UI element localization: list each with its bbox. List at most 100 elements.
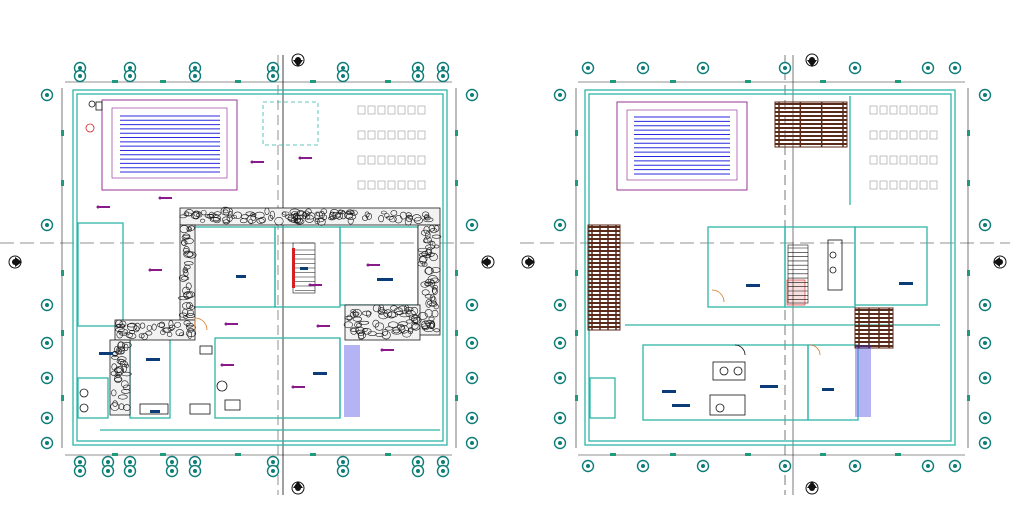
axis-tag bbox=[967, 270, 970, 276]
axis-bubble-core bbox=[128, 74, 132, 78]
stone bbox=[352, 311, 360, 316]
paver-tile bbox=[919, 155, 928, 165]
stone bbox=[114, 346, 120, 354]
axis-bubble-core bbox=[926, 464, 930, 468]
stone bbox=[339, 210, 347, 220]
paver-tile bbox=[889, 155, 898, 165]
axis-bubble-core bbox=[983, 303, 987, 307]
paver-tile bbox=[417, 105, 426, 115]
left-stair bbox=[292, 242, 316, 294]
stone bbox=[222, 216, 231, 224]
paver-tile bbox=[909, 180, 918, 190]
grid-axis-bubbles bbox=[40, 61, 992, 478]
paver-tile bbox=[397, 105, 406, 115]
axis-tag bbox=[575, 180, 578, 186]
stone bbox=[121, 389, 131, 394]
stone bbox=[123, 343, 129, 351]
axis-bubble-core bbox=[78, 66, 82, 70]
stone bbox=[421, 251, 429, 257]
axis-bubble-core bbox=[106, 460, 110, 464]
left-fixtures bbox=[79, 100, 241, 415]
stone bbox=[394, 311, 404, 315]
stone bbox=[321, 214, 328, 221]
paver-tile bbox=[899, 155, 908, 165]
axis-bubble-core bbox=[416, 460, 420, 464]
axis-bubble-core bbox=[45, 441, 49, 445]
stone bbox=[116, 346, 125, 352]
axis-tag bbox=[670, 80, 676, 83]
stone bbox=[201, 209, 207, 216]
axis-bubble-core bbox=[416, 469, 420, 473]
room-label-block bbox=[99, 352, 113, 355]
stone bbox=[127, 322, 138, 332]
stone bbox=[145, 330, 153, 336]
stone bbox=[188, 225, 195, 231]
stone bbox=[398, 305, 408, 312]
stone bbox=[118, 403, 125, 411]
axis-bubble-core bbox=[470, 93, 474, 97]
axis-tag bbox=[385, 80, 391, 83]
axis-tag bbox=[455, 395, 458, 401]
paver-tile bbox=[909, 105, 918, 115]
stone bbox=[126, 323, 137, 328]
paver-tile bbox=[407, 180, 416, 190]
room-label-block bbox=[236, 275, 246, 278]
axis-bubble-core bbox=[170, 460, 174, 464]
paver-tile bbox=[367, 155, 376, 165]
stone bbox=[119, 346, 125, 354]
stone bbox=[269, 210, 275, 219]
paver-tile bbox=[367, 105, 376, 115]
stone bbox=[352, 309, 362, 318]
stone bbox=[423, 236, 432, 244]
stone bbox=[350, 309, 357, 314]
stone bbox=[122, 341, 132, 349]
stone bbox=[302, 210, 310, 217]
axis-bubble-core bbox=[193, 66, 197, 70]
axis-bubble-core bbox=[641, 464, 645, 468]
stone bbox=[367, 331, 377, 336]
axis-bubble-core bbox=[983, 93, 987, 97]
stone bbox=[385, 215, 394, 220]
axis-bubble-core bbox=[170, 469, 174, 473]
stone bbox=[423, 225, 430, 234]
paver-tile bbox=[919, 180, 928, 190]
stone bbox=[188, 305, 195, 310]
axis-bubble-core bbox=[701, 66, 705, 70]
paver-tile bbox=[889, 130, 898, 140]
axis-bubble-core bbox=[271, 74, 275, 78]
grid-axis-tags bbox=[61, 80, 970, 456]
axis-bubble-core bbox=[441, 74, 445, 78]
stone bbox=[141, 332, 149, 340]
stone bbox=[431, 234, 442, 239]
stone bbox=[181, 235, 191, 240]
axis-bubble-core bbox=[926, 66, 930, 70]
stone bbox=[384, 213, 390, 218]
stone bbox=[139, 322, 146, 329]
axis-bubble-core bbox=[983, 416, 987, 420]
axis-bubble-core bbox=[983, 223, 987, 227]
stone bbox=[431, 296, 437, 304]
axis-bubble-core bbox=[558, 376, 562, 380]
axis-bubble-core bbox=[45, 341, 49, 345]
stone bbox=[182, 268, 188, 274]
stone bbox=[343, 321, 353, 329]
paver-tile bbox=[417, 155, 426, 165]
paver-tile bbox=[879, 105, 888, 115]
axis-bubble-core bbox=[558, 341, 562, 345]
stone bbox=[246, 215, 257, 224]
axis-tag bbox=[61, 130, 64, 136]
stone bbox=[399, 312, 410, 318]
axis-bubble-core bbox=[341, 66, 345, 70]
axis-bubble-core bbox=[341, 460, 345, 464]
section-arrow bbox=[807, 481, 817, 488]
stone bbox=[350, 327, 358, 335]
stone bbox=[390, 305, 398, 311]
axis-tag bbox=[745, 453, 751, 456]
section-arrow bbox=[807, 60, 817, 67]
stone bbox=[390, 210, 398, 216]
paver-tile bbox=[397, 130, 406, 140]
stone bbox=[212, 214, 222, 224]
axis-tag bbox=[610, 453, 616, 456]
stone bbox=[230, 214, 238, 219]
axis-tag bbox=[575, 395, 578, 401]
